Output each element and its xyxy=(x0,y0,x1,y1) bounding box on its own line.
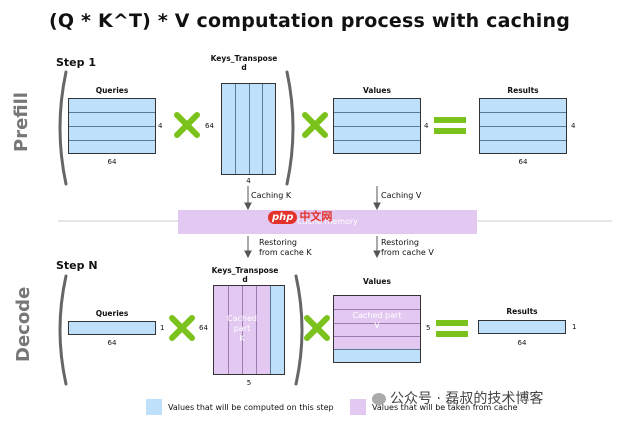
decode-keys-cached-text: Cached part K xyxy=(227,314,257,343)
prefill-keys-rows: 64 xyxy=(205,122,214,130)
prefill-values-label: Values xyxy=(363,86,391,95)
decode-results-label: Results xyxy=(506,307,538,316)
prefill-right-bracket xyxy=(285,70,295,186)
watermark: 公众号 · 磊叔的技术博客 xyxy=(372,388,543,408)
decode-results-cols: 64 xyxy=(517,339,527,347)
decode-results-matrix xyxy=(478,320,566,334)
caching-v-label: Caching V xyxy=(381,191,422,200)
decode-results-rows: 1 xyxy=(572,323,577,331)
decode-values-new-row xyxy=(334,349,420,362)
decode-keys-rows: 64 xyxy=(199,324,208,332)
decode-keys-label: Keys_Transpose xyxy=(211,266,279,275)
caching-k-label: Caching K xyxy=(251,191,292,200)
prefill-keys-sub: d xyxy=(241,63,247,72)
diagram-title: (Q * K^T) * V computation process with c… xyxy=(48,10,571,32)
prefill-queries-rows: 4 xyxy=(158,122,163,130)
decode-keys-new-column xyxy=(270,286,284,374)
prefill-keys-label: Keys_Transpose xyxy=(210,54,278,63)
legend-cached-swatch xyxy=(350,399,366,415)
decode-queries-rows: 1 xyxy=(160,324,165,332)
prefill-values-matrix xyxy=(333,98,421,154)
prefill-queries-label: Queries xyxy=(95,86,129,95)
decode-values-label: Values xyxy=(363,277,391,286)
decode-multiply-icon-1 xyxy=(169,315,195,341)
cache-memory-bar: Cache memory xyxy=(178,210,477,234)
decode-multiply-icon-2 xyxy=(304,315,330,341)
decode-step-label: Step N xyxy=(56,259,98,272)
prefill-queries-cols: 64 xyxy=(107,158,117,166)
decode-values-cached-text: Cached part V xyxy=(352,311,402,330)
prefill-equals-icon xyxy=(434,117,466,134)
legend-computed-text: Values that will be computed on this ste… xyxy=(168,403,334,412)
prefill-results-label: Results xyxy=(507,86,539,95)
decode-left-bracket xyxy=(58,274,68,386)
prefill-results-cols: 64 xyxy=(518,158,528,166)
decode-values-matrix: Cached part V xyxy=(333,295,421,363)
decode-keys-cols: 5 xyxy=(246,379,252,387)
caching-v-arrow xyxy=(373,186,381,211)
prefill-values-rows: 4 xyxy=(424,122,429,130)
prefill-left-bracket xyxy=(58,70,68,186)
legend-cached-text: Values that will be taken from cache xyxy=(372,403,518,412)
decode-equals-icon xyxy=(436,320,468,337)
decode-keys-sub: d xyxy=(242,275,248,284)
prefill-queries-matrix xyxy=(68,98,156,154)
prefill-step-label: Step 1 xyxy=(56,56,96,69)
caching-k-arrow xyxy=(244,186,252,211)
decode-queries-label: Queries xyxy=(95,309,129,318)
wechat-icon xyxy=(372,392,386,405)
restore-v-arrow xyxy=(373,236,381,259)
cache-memory-label: Cache memory xyxy=(297,217,358,226)
decode-queries-cols: 64 xyxy=(107,339,117,347)
legend-computed-swatch xyxy=(146,399,162,415)
decode-keys-matrix: Cached part K xyxy=(213,285,285,375)
prefill-results-matrix xyxy=(479,98,567,154)
prefill-multiply-icon-2 xyxy=(302,112,328,138)
prefill-results-rows: 4 xyxy=(571,122,576,130)
restore-k-arrow xyxy=(244,236,252,259)
prefill-keys-matrix xyxy=(221,83,276,175)
decode-right-bracket xyxy=(294,274,304,386)
decode-queries-matrix xyxy=(68,321,156,335)
prefill-keys-cols: 4 xyxy=(246,177,251,185)
decode-values-rows: 5 xyxy=(426,324,431,332)
prefill-multiply-icon-1 xyxy=(174,112,200,138)
